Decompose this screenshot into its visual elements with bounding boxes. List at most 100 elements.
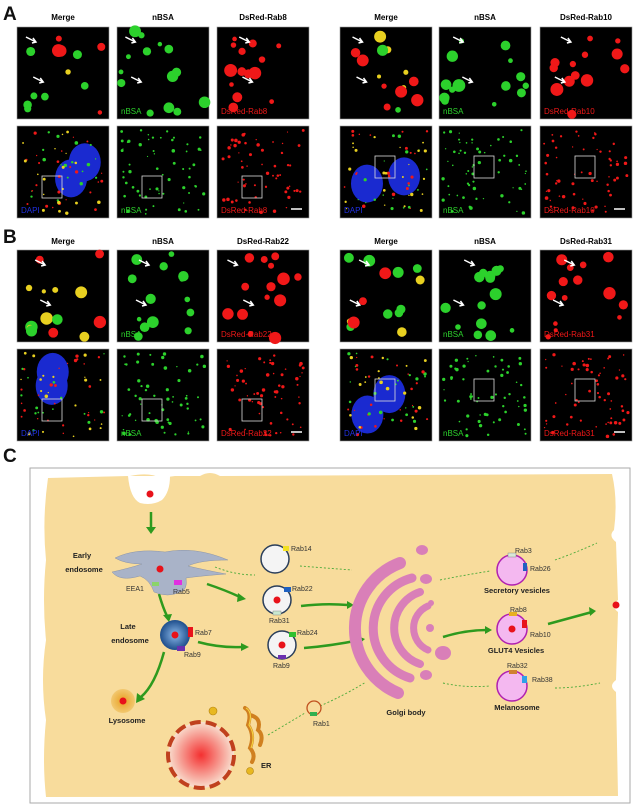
puncta [423, 372, 427, 376]
puncta [194, 419, 197, 422]
puncta [606, 183, 609, 186]
puncta [447, 160, 449, 163]
puncta [103, 353, 105, 355]
puncta [465, 428, 468, 431]
puncta [145, 384, 150, 388]
puncta [296, 383, 299, 386]
dashed-pathways [214, 542, 601, 736]
puncta [394, 308, 404, 318]
puncta [255, 138, 257, 141]
puncta [557, 179, 561, 183]
puncta [277, 272, 290, 286]
puncta [145, 293, 156, 304]
puncta [166, 418, 170, 422]
puncta [397, 327, 407, 337]
channel-label: nBSA [443, 429, 464, 438]
puncta [184, 327, 192, 335]
puncta [523, 408, 528, 412]
puncta [226, 197, 230, 202]
puncta [548, 209, 551, 212]
puncta [590, 370, 593, 374]
puncta [609, 408, 612, 410]
puncta [162, 192, 165, 195]
puncta [284, 368, 287, 370]
puncta [118, 69, 124, 75]
channel-label: nBSA [443, 206, 464, 215]
puncta [164, 44, 174, 54]
column-header: Merge [374, 13, 398, 22]
puncta [343, 186, 346, 188]
puncta [421, 193, 424, 195]
puncta [128, 170, 132, 174]
puncta [516, 400, 519, 402]
rab9-marker [177, 646, 185, 651]
puncta [179, 403, 183, 407]
puncta [237, 181, 239, 183]
puncta [558, 195, 561, 197]
small-vesicle [246, 767, 254, 775]
puncta [466, 414, 470, 418]
puncta [412, 264, 422, 273]
puncta [171, 67, 182, 77]
puncta [569, 415, 573, 419]
column-header: nBSA [474, 237, 496, 246]
puncta [367, 375, 371, 378]
puncta [379, 267, 392, 280]
puncta [377, 44, 389, 56]
inset-box [241, 398, 263, 422]
puncta [518, 356, 522, 360]
puncta [31, 189, 34, 192]
puncta [572, 361, 576, 366]
puncta [374, 425, 377, 428]
puncta [128, 413, 132, 416]
puncta [295, 376, 299, 381]
puncta [52, 286, 59, 293]
puncta [351, 129, 355, 133]
puncta [74, 404, 77, 407]
puncta [49, 383, 53, 387]
puncta [185, 150, 188, 153]
puncta [264, 433, 268, 437]
puncta [524, 172, 527, 175]
channel-label: DsRed-Rab22 [221, 330, 272, 339]
puncta [196, 363, 199, 366]
puncta [543, 142, 546, 145]
puncta [455, 324, 461, 330]
puncta [269, 422, 273, 425]
puncta [358, 383, 362, 386]
overview-micrograph: nBSA [116, 348, 210, 442]
puncta [377, 370, 380, 373]
puncta [152, 205, 155, 208]
puncta [355, 432, 360, 437]
arrow-icon [238, 36, 251, 44]
puncta [83, 412, 86, 415]
puncta [465, 173, 468, 175]
column-header: Merge [51, 13, 75, 22]
puncta [202, 364, 207, 369]
puncta [292, 433, 295, 436]
puncta [549, 63, 558, 73]
puncta [182, 186, 186, 190]
puncta [230, 138, 234, 142]
puncta [52, 408, 54, 410]
puncta [441, 96, 449, 105]
puncta [138, 397, 142, 401]
puncta [66, 130, 69, 134]
early-endosome-label: Early [73, 551, 92, 560]
inset-box [41, 398, 63, 422]
rab3-label: Rab3 [515, 548, 532, 555]
puncta [74, 141, 79, 145]
secretory-vesicles-label: Secretory vesicles [484, 586, 550, 595]
puncta [569, 60, 577, 68]
puncta [549, 205, 553, 208]
puncta [247, 331, 254, 338]
puncta [139, 322, 150, 333]
channel-label: DAPI [21, 206, 40, 215]
puncta [559, 135, 563, 138]
puncta [148, 412, 151, 415]
puncta [452, 79, 466, 92]
puncta [596, 391, 600, 395]
puncta [131, 185, 135, 189]
puncta [258, 412, 261, 415]
puncta [448, 130, 453, 134]
